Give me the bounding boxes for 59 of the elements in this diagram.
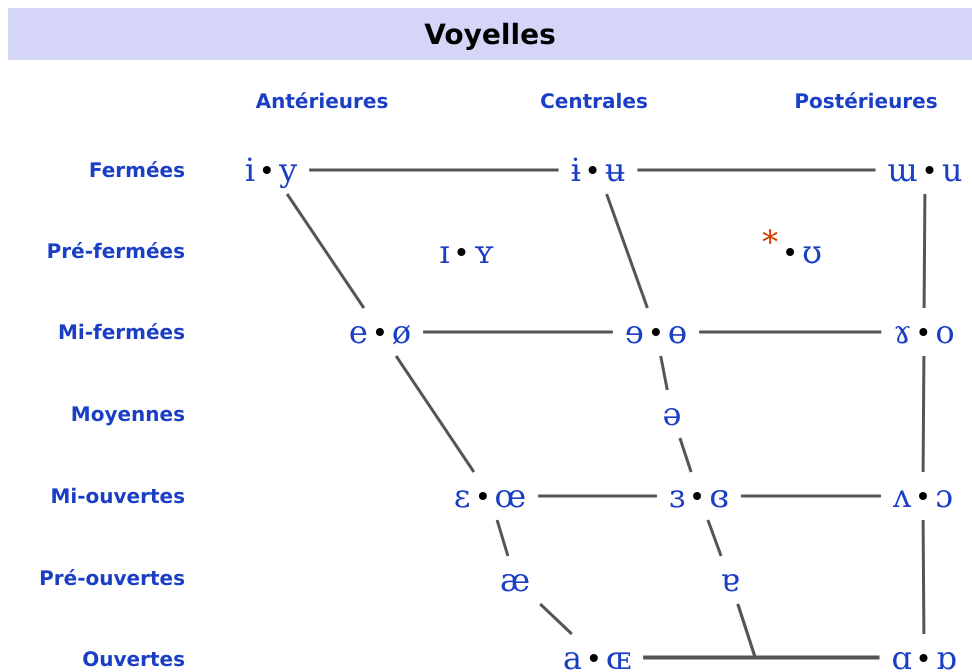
vowel-symbol: ɛ xyxy=(454,480,470,512)
connector-line xyxy=(706,519,722,557)
vowel-symbol: e xyxy=(348,316,368,348)
connector-line xyxy=(678,438,693,472)
column-heading: Centrales xyxy=(540,89,648,113)
vowel-symbol: ʊ xyxy=(802,236,822,268)
column-heading: Antérieures xyxy=(256,89,388,113)
connector-line xyxy=(736,604,880,658)
connector-line xyxy=(659,356,669,390)
connector-line xyxy=(741,494,881,498)
vowel-symbol: ɐ xyxy=(720,564,740,596)
column-heading: Postérieures xyxy=(794,89,938,113)
asterisk: * xyxy=(762,226,778,258)
connector-line xyxy=(423,330,613,334)
row-heading: Ouvertes xyxy=(82,647,185,671)
vowel-symbol: i xyxy=(244,154,256,186)
vowel-symbol: ɯ xyxy=(888,154,918,186)
vowel-symbol: ɶ xyxy=(606,642,632,672)
vowel-symbol: ɑ xyxy=(892,642,912,672)
row-heading: Pré-fermées xyxy=(46,239,185,263)
row-heading: Fermées xyxy=(88,158,185,182)
vowel-symbol: ʌ xyxy=(893,480,912,512)
connector-line xyxy=(637,168,876,172)
connector-line xyxy=(286,193,366,309)
vowel-symbol: ɒ xyxy=(936,642,956,672)
row-heading: Mi-ouvertes xyxy=(50,484,185,508)
connector-line xyxy=(922,520,926,634)
connector-line xyxy=(643,656,880,660)
connector-line xyxy=(538,494,657,498)
vowel-symbol: ə xyxy=(662,398,682,430)
connector-line xyxy=(922,356,926,472)
connector-line xyxy=(922,194,926,308)
vowel-symbol: ɜ xyxy=(669,480,686,512)
connector-line xyxy=(394,355,476,473)
vowel-symbol: ɵ xyxy=(668,316,688,348)
vowel-symbol: ɘ xyxy=(624,316,644,348)
vowel-symbol: æ xyxy=(500,564,530,596)
vowel-symbol: o xyxy=(935,316,955,348)
vowel-symbol: œ xyxy=(494,480,526,512)
vowel-symbol: ɤ xyxy=(893,316,912,348)
title: Voyelles xyxy=(424,18,556,50)
vowel-symbol: ɪ xyxy=(439,236,450,268)
row-heading: Moyennes xyxy=(70,402,185,426)
vowel-symbol: y xyxy=(279,154,298,186)
connector-line xyxy=(309,168,559,172)
vowel-symbol: ɞ xyxy=(709,480,729,512)
connector-line xyxy=(699,330,882,334)
connector-line xyxy=(539,602,573,636)
vowel-symbol: ʏ xyxy=(474,236,495,268)
vowel-symbol: ɔ xyxy=(935,480,953,512)
connector-line xyxy=(496,520,510,556)
vowel-symbol: ɨ xyxy=(570,154,581,186)
vowel-symbol: ʉ xyxy=(604,154,626,186)
row-heading: Pré-ouvertes xyxy=(39,566,185,590)
vowel-symbol: u xyxy=(942,154,962,186)
vowel-symbol: ø xyxy=(392,316,412,348)
vowel-symbol: a xyxy=(562,642,582,672)
connector-line xyxy=(605,194,649,308)
row-heading: Mi-fermées xyxy=(58,320,185,344)
